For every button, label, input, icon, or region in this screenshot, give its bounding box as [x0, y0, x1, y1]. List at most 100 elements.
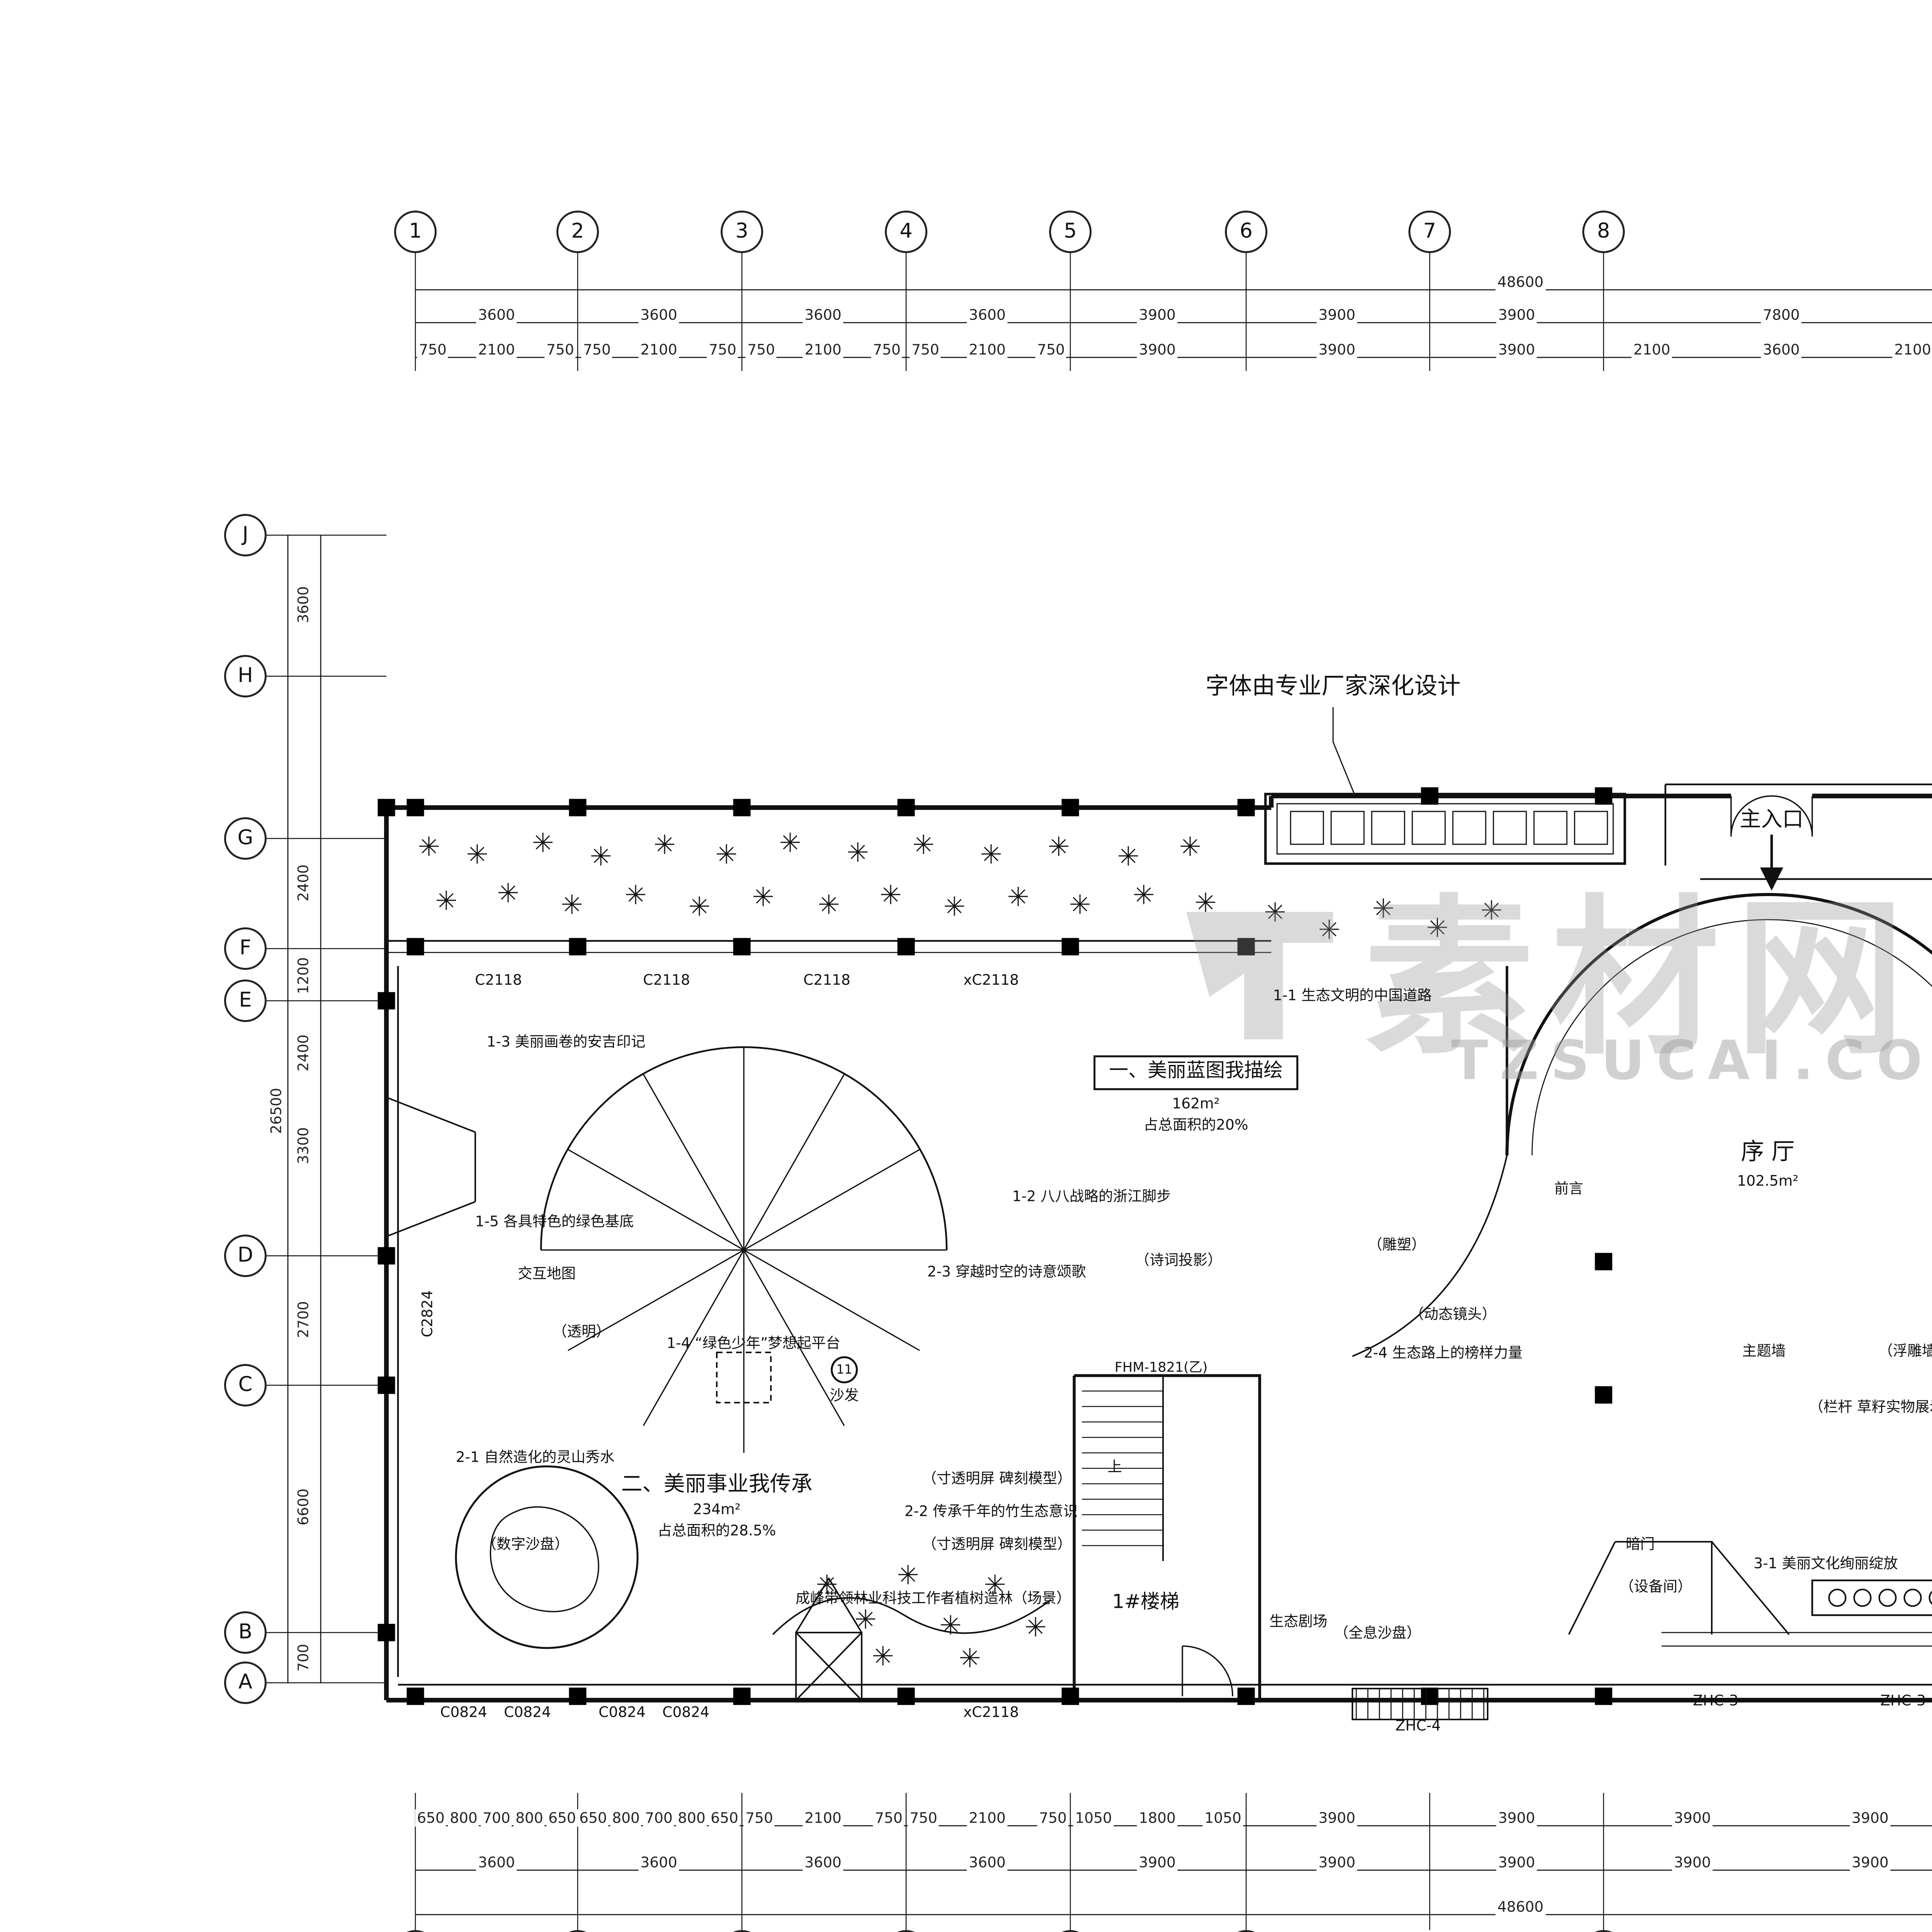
- grid-bubble-col: 1: [394, 1930, 437, 1932]
- grid-bubble-col: 4: [885, 211, 927, 253]
- grid-bubble-row: E: [224, 980, 267, 1022]
- plan-label: 占总面积的28.5%: [657, 1522, 776, 1539]
- dimension-text: 3600: [803, 1854, 844, 1871]
- dimension-text: 3900: [1850, 1809, 1891, 1827]
- plan-label: （数字沙盘）: [482, 1535, 569, 1553]
- plan-label: FHM-1821(乙): [1114, 1360, 1208, 1376]
- grid-bubble-col: 6: [1225, 1930, 1267, 1932]
- dimension-text: 750: [1037, 1809, 1069, 1827]
- dimension-text: 2100: [476, 341, 517, 359]
- dimension-text: 3600: [638, 306, 679, 324]
- watermark-domain: TZSUCAI.COM: [1451, 1029, 1932, 1093]
- plan-label: 成峰带领林业科技工作者植树造林（场景）: [795, 1589, 1071, 1607]
- plan-label: 上: [1107, 1458, 1122, 1476]
- plan-label: 前言: [1554, 1180, 1583, 1197]
- plan-label: 2-2 传承千年的竹生态意识: [904, 1502, 1078, 1520]
- plan-label: ZHC-3: [1880, 1692, 1926, 1709]
- plan-label: 字体由专业厂家深化设计: [1205, 672, 1461, 700]
- grid-bubble-row: G: [224, 817, 267, 860]
- plan-label: 二、美丽事业我传承: [621, 1471, 813, 1497]
- dimension-text: 800: [448, 1809, 480, 1827]
- dimension-text: 650: [415, 1809, 447, 1827]
- grid-bubble-row: F: [224, 927, 267, 970]
- dimension-text: 750: [581, 341, 613, 359]
- dimension-text: 2100: [803, 341, 844, 359]
- plan-label: C0824: [440, 1703, 487, 1721]
- dimension-total: 48600: [1495, 1898, 1546, 1916]
- grid-bubble-col: 6: [1225, 211, 1267, 253]
- dimension-text: 3600: [476, 306, 517, 324]
- plan-label: 暗门: [1626, 1535, 1655, 1553]
- dimension-text: 1800: [1137, 1809, 1178, 1827]
- dimension-text: 700: [481, 1809, 512, 1827]
- grid-bubble-col: 8: [1582, 211, 1625, 253]
- grid-bubble-col: 2: [556, 1930, 599, 1932]
- dimension-text: 3900: [1316, 306, 1357, 324]
- grid-bubble-col: 2: [556, 211, 599, 253]
- grid-bubble-col: 3: [721, 211, 763, 253]
- plan-label: 1#楼梯: [1112, 1592, 1179, 1614]
- plan-label: C0824: [504, 1703, 551, 1721]
- plan-label: 主入口: [1740, 807, 1804, 832]
- plan-label: ZHC-4: [1395, 1717, 1441, 1735]
- plan-label: 占总面积的20%: [1143, 1116, 1248, 1134]
- dimension-text: 800: [514, 1809, 545, 1827]
- dimension-text: 3900: [1496, 306, 1537, 324]
- dimension-text: 3600: [967, 306, 1008, 324]
- dimension-text: 3900: [1496, 1854, 1537, 1871]
- grid-bubble-row: D: [224, 1235, 267, 1277]
- plan-label: 11: [831, 1356, 858, 1383]
- dimension-text: 750: [417, 341, 449, 359]
- dimension-text: 3900: [1672, 1854, 1713, 1871]
- dimension-text: 3900: [1316, 1809, 1357, 1827]
- dimension-total: 48600: [1495, 273, 1546, 291]
- grid-bubble-col: 1: [394, 211, 437, 253]
- plan-label: （透明）: [553, 1323, 611, 1340]
- dimension-text: 650: [577, 1809, 609, 1827]
- plan-label: （雕塑）: [1368, 1236, 1426, 1253]
- plan-label: （寸透明屏 碑刻模型）: [922, 1469, 1072, 1487]
- plan-label: C0824: [662, 1703, 709, 1721]
- grid-bubble-row: C: [224, 1364, 267, 1406]
- plan-label: 1-3 美丽画卷的安吉印记: [486, 1033, 646, 1051]
- grid-bubble-col: 3: [721, 1930, 763, 1932]
- dimension-text: 3300: [294, 1125, 312, 1166]
- dimension-text: 750: [873, 1809, 905, 1827]
- dimension-text: 3900: [1137, 306, 1178, 324]
- dimension-text: 800: [676, 1809, 707, 1827]
- dimension-text: 2100: [1892, 341, 1932, 359]
- grid-bubble-col: 4: [885, 1930, 927, 1932]
- dimension-text: 1200: [294, 955, 312, 996]
- plan-label: 2-4 生态路上的榜样力量: [1364, 1344, 1523, 1362]
- dimension-text: 700: [294, 1642, 312, 1673]
- plan-label: 交互地图: [518, 1265, 576, 1282]
- grid-bubble-col: 8: [1582, 1930, 1625, 1932]
- dimension-text: 3900: [1137, 1854, 1178, 1871]
- dimension-text: 3600: [967, 1854, 1008, 1871]
- plan-label: 序 厅: [1741, 1138, 1795, 1165]
- dimension-text: 2100: [638, 341, 679, 359]
- plan-label: 234m²: [693, 1500, 741, 1518]
- dimension-text: 3900: [1496, 1809, 1537, 1827]
- plan-label: （诗词投影）: [1135, 1251, 1222, 1269]
- plan-label: 2-1 自然造化的灵山秀水: [456, 1448, 615, 1466]
- dimension-text: 3600: [294, 584, 312, 625]
- dimension-text: 6600: [294, 1486, 312, 1527]
- grid-bubble-col: 5: [1049, 1930, 1092, 1932]
- dimension-text: 3600: [803, 306, 844, 324]
- dimension-text: 750: [908, 1809, 939, 1827]
- dimension-text: 1050: [1202, 1809, 1243, 1827]
- plan-label: （设备间）: [1619, 1578, 1692, 1595]
- plan-label: （全息沙盘）: [1334, 1624, 1421, 1642]
- dimension-text: 2400: [294, 1032, 312, 1073]
- plan-label: （浮雕墙）: [1878, 1342, 1932, 1360]
- plan-label: C2824: [418, 1290, 436, 1337]
- plan-label: ZHC-3: [1693, 1692, 1738, 1709]
- dimension-text: 3600: [638, 1854, 679, 1871]
- dimension-text: 3600: [1761, 341, 1802, 359]
- dimension-text: 3900: [1316, 341, 1357, 359]
- dimension-text: 700: [643, 1809, 675, 1827]
